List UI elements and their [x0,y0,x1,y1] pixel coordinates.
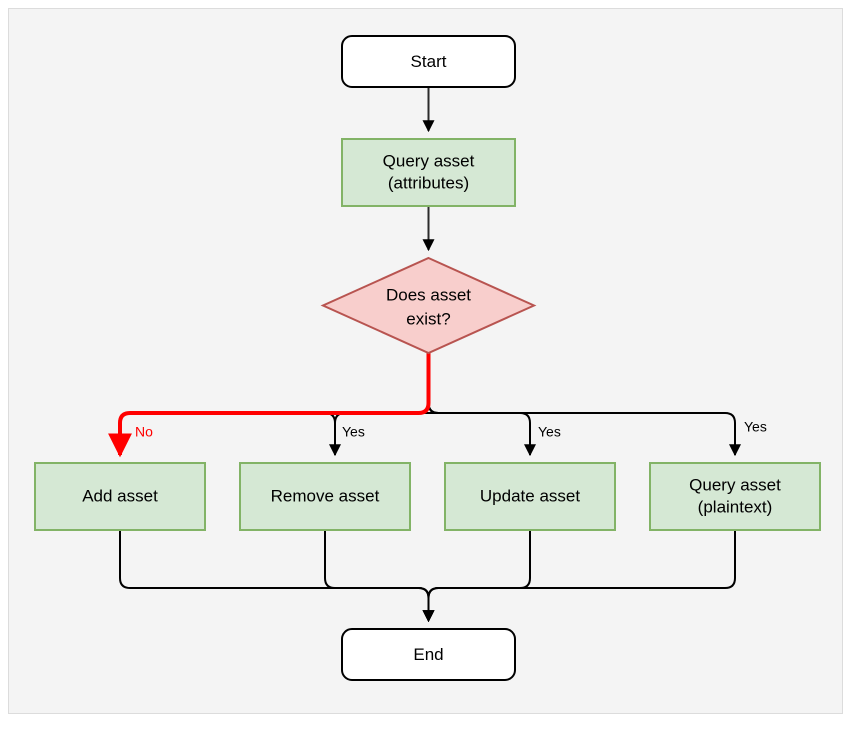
edge-label-yes-update: Yes [538,424,561,440]
end-label: End [413,645,443,664]
edge-query-plaintext-to-end [422,530,736,623]
node-update-asset[interactable]: Update asset [444,462,616,531]
edge-add-to-end [119,530,435,623]
node-query-asset-plaintext[interactable]: Query asset (plaintext) [649,462,821,531]
query-asset-plaintext-shape[interactable] [649,462,821,531]
start-shape[interactable] [341,35,516,88]
node-start[interactable]: Start [341,35,516,88]
query-asset-plaintext-label-line1: Query asset [689,475,781,494]
does-asset-exist-label-line2: exist? [406,309,450,328]
edge-decision-to-add [108,353,431,458]
does-asset-exist-label-line1: Does asset [386,285,471,304]
start-label: Start [411,52,447,71]
edge-label-no: No [135,424,153,440]
query-asset-plaintext-label-line2: (plaintext) [698,497,773,516]
node-query-asset-attributes[interactable]: Query asset (attributes) [341,138,516,207]
node-does-asset-exist[interactable]: Does asset exist? [320,256,537,355]
does-asset-exist-shape[interactable] [320,256,537,355]
node-end[interactable]: End [341,628,516,681]
update-asset-label: Update asset [480,486,580,505]
edge-update-to-end [422,530,531,623]
add-asset-label: Add asset [82,486,158,505]
node-remove-asset[interactable]: Remove asset [239,462,411,531]
remove-asset-shape[interactable] [239,462,411,531]
edge-label-yes-query: Yes [744,419,767,435]
query-asset-attributes-label-line2: (attributes) [388,173,469,192]
query-asset-attributes-label-line1: Query asset [383,151,475,170]
edge-decision-to-update [427,402,536,457]
add-asset-shape[interactable] [34,462,206,531]
end-shape[interactable] [341,628,516,681]
query-asset-attributes-shape[interactable] [341,138,516,207]
update-asset-shape[interactable] [444,462,616,531]
edge-decision-to-query-plaintext [427,402,741,457]
edge-remove-to-end [324,530,435,623]
node-add-asset[interactable]: Add asset [34,462,206,531]
remove-asset-label: Remove asset [271,486,380,505]
edge-label-yes-remove: Yes [342,424,365,440]
